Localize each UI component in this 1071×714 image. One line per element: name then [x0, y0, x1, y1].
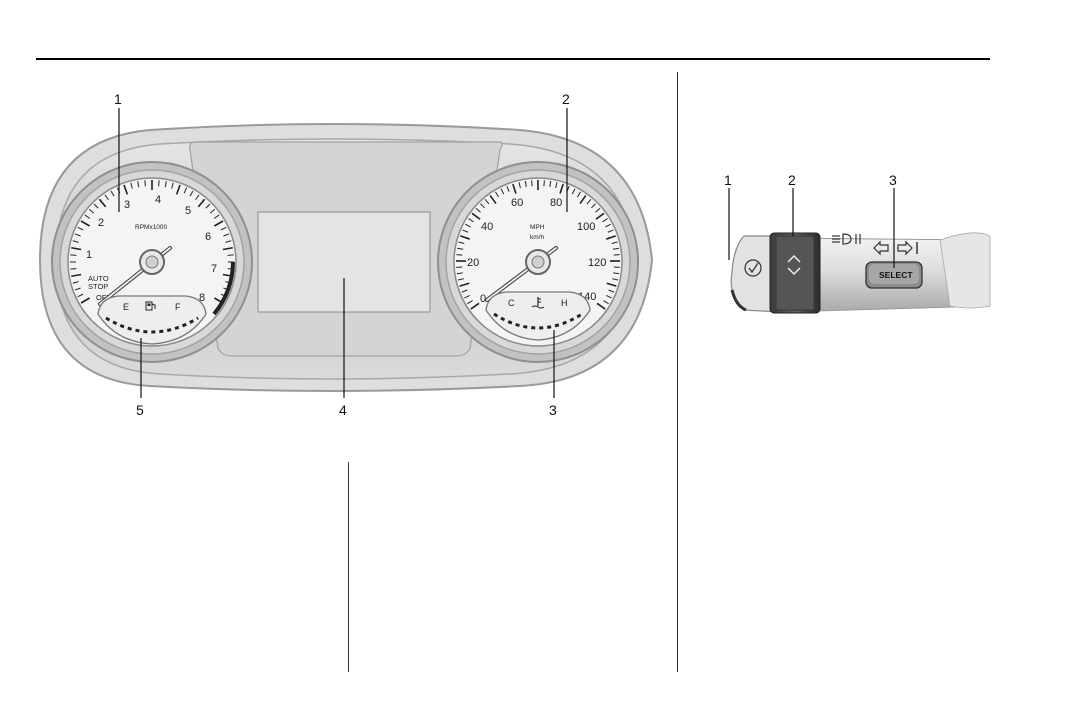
- speed-number-40: 40: [481, 221, 493, 233]
- gauge-tick: [456, 255, 462, 256]
- stalk-callout-1: 1: [724, 172, 732, 188]
- callout-5: 5: [136, 402, 144, 418]
- fuel-empty-label: E: [123, 302, 129, 312]
- speed-number-80: 80: [550, 197, 562, 209]
- callout-4: 4: [339, 402, 347, 418]
- select-button-label: SELECT: [879, 270, 913, 280]
- tach-unit-label: RPMx1000: [135, 224, 168, 231]
- speed-number-60: 60: [511, 197, 523, 209]
- speed-number-100: 100: [577, 221, 595, 233]
- fuel-full-label: F: [175, 302, 181, 312]
- gauge-tick: [159, 180, 160, 186]
- tach-number-3: 3: [124, 199, 130, 211]
- tachometer: 1 2 3 4 5 6 7 8 RPMx1000 AUTO STOP OFF E…: [52, 162, 252, 362]
- tach-number-4: 4: [155, 194, 161, 206]
- speed-unit-kmh: km/h: [530, 234, 544, 241]
- instrument-cluster: 1 2 3 4 5 6 7 8 RPMx1000 AUTO STOP OFF E…: [40, 91, 652, 418]
- tach-number-2: 2: [98, 217, 104, 229]
- callout-2: 2: [562, 91, 570, 107]
- callout-3: 3: [549, 402, 557, 418]
- speed-number-20: 20: [467, 257, 479, 269]
- stalk-callout-3: 3: [889, 172, 897, 188]
- auto-stop-label-line2: STOP: [88, 282, 108, 291]
- tach-number-6: 6: [205, 231, 211, 243]
- tach-number-5: 5: [185, 205, 191, 217]
- stalk-control: SELECT 1 2 3: [724, 172, 990, 313]
- temp-cold-label: C: [508, 298, 515, 308]
- gauge-tick: [614, 255, 620, 256]
- callout-1: 1: [114, 91, 122, 107]
- speed-number-120: 120: [588, 257, 606, 269]
- speedometer: 0 20 40 60 80 100 120 140 MPH km/h C H: [438, 162, 638, 362]
- speed-number-0: 0: [480, 293, 486, 305]
- temp-hot-label: H: [561, 298, 568, 308]
- stalk-callout-2: 2: [788, 172, 796, 188]
- gauge-tick: [228, 255, 234, 256]
- gauge-tick: [70, 255, 76, 256]
- tach-number-7: 7: [211, 263, 217, 275]
- gauge-tick: [70, 269, 76, 270]
- gauge-tick: [145, 180, 146, 186]
- tach-number-1: 1: [86, 249, 92, 261]
- speed-unit-mph: MPH: [530, 224, 545, 231]
- thumbwheel[interactable]: [770, 233, 820, 313]
